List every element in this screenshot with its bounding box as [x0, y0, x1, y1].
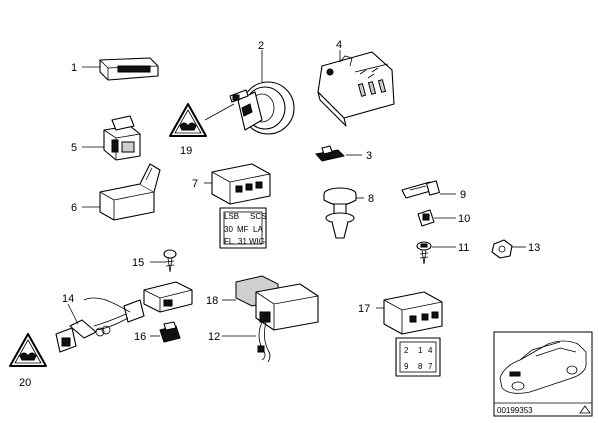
callout-13: 13 [528, 242, 540, 254]
callout-4: 4 [336, 39, 342, 51]
part-15-screw [150, 249, 177, 273]
relay17-pin: 8 [418, 362, 423, 371]
part-20-warning-label [9, 333, 47, 367]
callout-15: 15 [132, 257, 144, 269]
part-4-bracket [317, 50, 395, 127]
part-13-nut [491, 239, 526, 259]
part-12-cable [222, 321, 271, 363]
part-19-warning-label [169, 103, 235, 137]
callout-11: 11 [458, 242, 469, 254]
callout-7: 7 [192, 178, 198, 190]
relay7-pin: 31 [238, 237, 247, 246]
relay17-pin: 2 [404, 346, 409, 355]
part-17-relay [376, 291, 443, 377]
callout-20: 20 [19, 377, 31, 389]
callout-19: 19 [180, 145, 192, 157]
part-11-screw [416, 241, 456, 265]
relay7-pin-labels: LSB SCS 30 MF LA FL 31 WIG [224, 212, 266, 246]
relay7-pin: WIG [249, 237, 265, 246]
part-18-relay [222, 275, 319, 331]
reference-number: 00199353 [497, 406, 533, 415]
relay17-pin: 1 [418, 346, 423, 355]
relay7-pin: MF [237, 225, 249, 234]
part-1-relay-block [82, 57, 159, 81]
relay17-pin: 9 [404, 362, 409, 371]
part-14-wiring-harness [55, 281, 193, 353]
callout-12: 12 [208, 331, 220, 343]
relay17-pin-labels: 2 1 4 9 8 7 [404, 346, 433, 371]
callout-5: 5 [71, 142, 77, 154]
relay7-pin: LA [253, 225, 263, 234]
relay7-pin: SCS [250, 212, 266, 221]
vehicle-thumbnail: 00199353 [493, 331, 593, 417]
relay7-pin: 30 [224, 225, 233, 234]
part-16-connector [150, 321, 181, 343]
callout-9: 9 [460, 189, 466, 201]
callout-14: 14 [62, 293, 74, 305]
part-3-clip [315, 145, 362, 162]
callout-10: 10 [458, 213, 470, 225]
callout-1: 1 [71, 62, 77, 74]
part-9-rivet [401, 180, 456, 199]
callout-6: 6 [71, 202, 77, 214]
part-10-clip-nut [417, 209, 456, 227]
relay7-pin: LSB [224, 212, 239, 221]
part-6-cover [82, 163, 161, 221]
part-2-horn [229, 50, 295, 135]
callout-8: 8 [368, 193, 374, 205]
relay17-pin: 4 [428, 346, 433, 355]
part-8-push-clip [323, 187, 364, 239]
relay7-pin: FL [224, 237, 234, 246]
callout-16: 16 [134, 331, 146, 343]
callout-18: 18 [206, 295, 218, 307]
part-7-relay [204, 163, 271, 249]
callout-3: 3 [366, 150, 372, 162]
callout-labels: 1 2 3 4 5 6 7 8 9 10 11 12 13 14 15 16 1… [19, 39, 540, 389]
relay17-pin: 7 [428, 362, 433, 371]
callout-17: 17 [358, 303, 370, 315]
callout-2: 2 [258, 40, 264, 52]
part-5-relay-holder [82, 115, 141, 161]
